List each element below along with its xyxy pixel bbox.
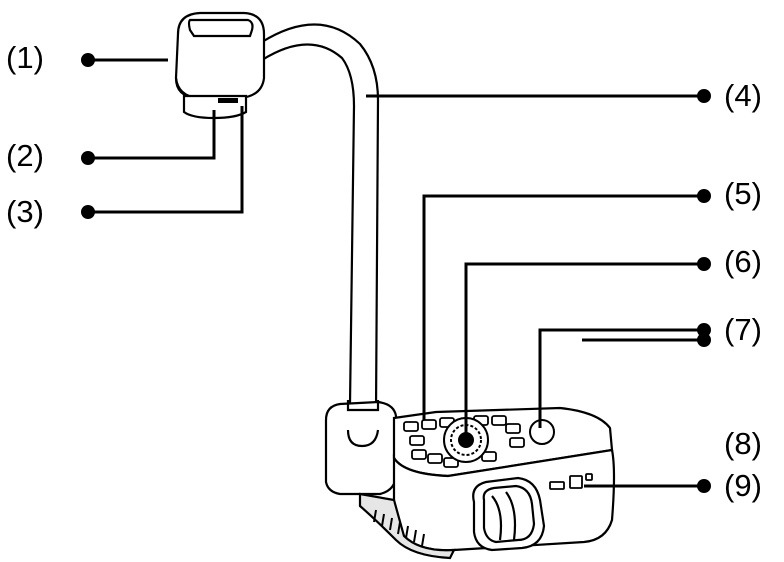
vent-slots [373, 509, 425, 547]
leader-dots [81, 53, 711, 493]
camera-head [174, 11, 266, 100]
callout-7: (7) [724, 312, 762, 347]
callout-6: (6) [724, 244, 762, 279]
callout-2: (2) [6, 138, 44, 173]
front-port [472, 476, 546, 552]
side-ports [549, 473, 593, 490]
gooseneck-arm [261, 23, 380, 411]
callout-8: (8) [724, 426, 762, 461]
callout-5: (5) [724, 176, 762, 211]
arm-joint [324, 400, 398, 496]
control-panel [403, 415, 525, 468]
callout-3: (3) [6, 194, 44, 229]
leader-lines [88, 58, 702, 488]
callout-9: (9) [724, 468, 762, 503]
round-button [529, 419, 555, 445]
callout-4: (4) [724, 78, 762, 113]
callout-1: (1) [6, 40, 44, 75]
